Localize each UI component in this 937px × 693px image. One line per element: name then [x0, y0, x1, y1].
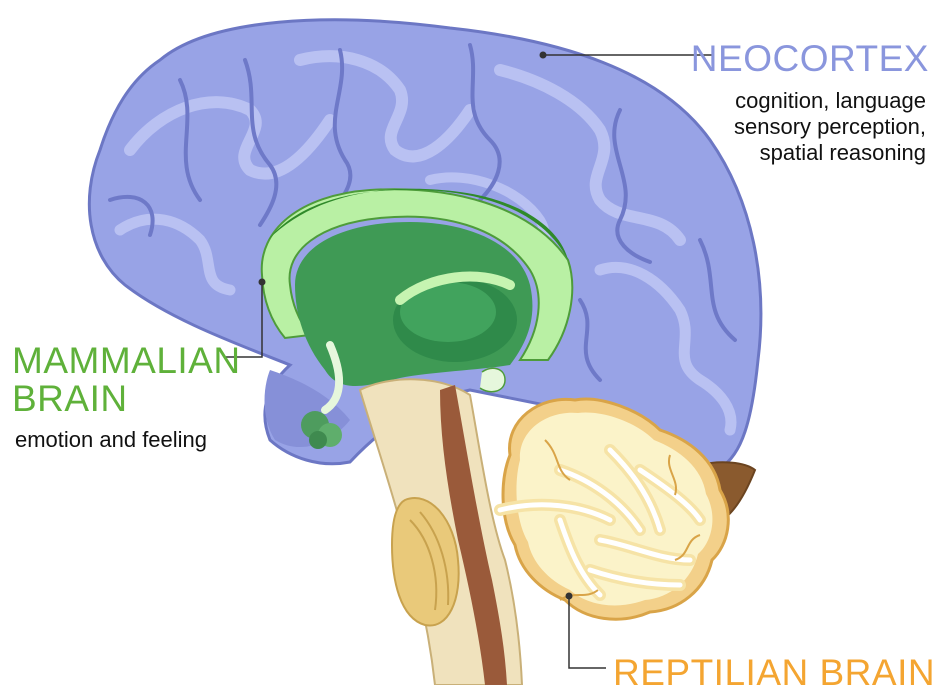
mammalian-brain-label-line: BRAIN: [12, 380, 241, 418]
neocortex-description-line: spatial reasoning: [734, 140, 926, 166]
mammalian-brain-description: emotion and feeling: [15, 427, 207, 453]
mammalian-brain-label: MAMMALIAN BRAIN: [12, 342, 241, 418]
neocortex-description-line: cognition, language: [734, 88, 926, 114]
mammalian-brain-label-line: MAMMALIAN: [12, 342, 241, 380]
reptilian-brain-label: REPTILIAN BRAIN: [613, 654, 935, 691]
mammalian-leader-dot: [259, 279, 266, 286]
neocortex-description-line: sensory perception,: [734, 114, 926, 140]
reptilian-leader-dot: [566, 593, 573, 600]
neocortex-description: cognition, language sensory perception, …: [734, 88, 926, 166]
neocortex-label: NEOCORTEX: [691, 40, 929, 77]
neocortex-leader-dot: [540, 52, 547, 59]
brainstem: [360, 379, 522, 685]
